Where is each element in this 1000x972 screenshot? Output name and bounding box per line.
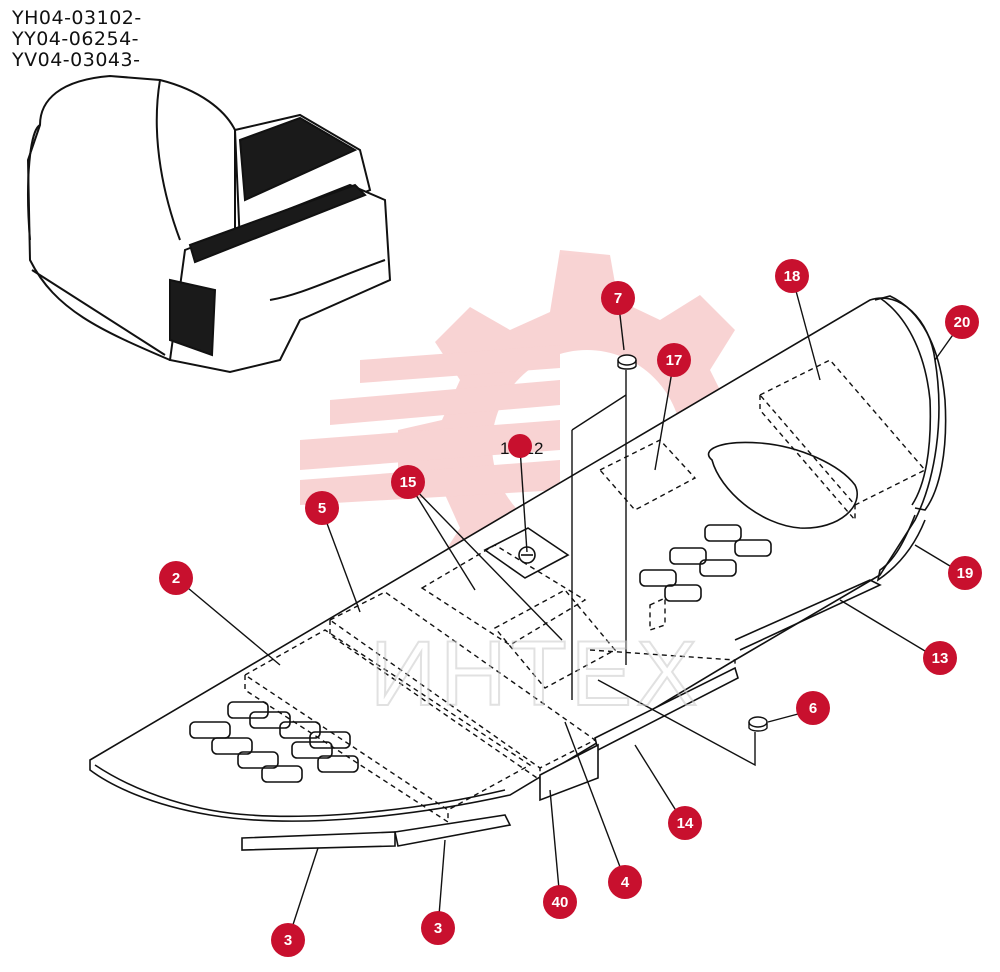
floor-plate — [89, 295, 947, 822]
callout-13-12-marker[interactable] — [508, 434, 532, 458]
callout-7[interactable]: 7 — [601, 281, 635, 315]
callout-label: 6 — [809, 700, 817, 717]
callout-label: 3 — [434, 920, 442, 937]
callout-4[interactable]: 4 — [608, 865, 642, 899]
callout-label: 7 — [614, 290, 622, 307]
callout-label: 17 — [666, 352, 683, 369]
callout-14[interactable]: 14 — [668, 806, 702, 840]
callout-label: 20 — [954, 314, 971, 331]
machine-thumbnail — [26, 74, 392, 374]
callout-6[interactable]: 6 — [796, 691, 830, 725]
callout-label: 13 — [932, 650, 949, 667]
serial-number-list: YH04-03102- YY04-06254- YV04-03043- — [12, 8, 142, 71]
callout-3-left[interactable]: 3 — [271, 923, 305, 957]
leader-lines — [175, 275, 966, 941]
callout-label: 40 — [552, 894, 569, 911]
callout-5[interactable]: 5 — [305, 491, 339, 525]
callout-label: 18 — [784, 268, 801, 285]
callout-40[interactable]: 40 — [543, 885, 577, 919]
callout-label: 19 — [957, 565, 974, 582]
callout-13[interactable]: 13 — [923, 641, 957, 675]
callout-label: 3 — [284, 932, 292, 949]
grille-slots-right — [639, 524, 772, 602]
serial-number: YH04-03102- — [12, 7, 142, 29]
grille-slots-left — [189, 701, 359, 783]
callout-15[interactable]: 15 — [391, 465, 425, 499]
side-trims — [241, 666, 739, 851]
serial-number: YY04-06254- — [12, 28, 140, 50]
callout-3-right[interactable]: 3 — [421, 911, 455, 945]
watermark-text: ИНТЕХ — [370, 623, 702, 725]
callout-label: 14 — [677, 815, 694, 832]
callout-label: 15 — [400, 474, 417, 491]
callout-label: 5 — [318, 500, 326, 517]
serial-number: YV04-03043- — [12, 49, 141, 71]
callout-label: 2 — [172, 570, 180, 587]
callout-17[interactable]: 17 — [657, 343, 691, 377]
callout-18[interactable]: 18 — [775, 259, 809, 293]
callout-2[interactable]: 2 — [159, 561, 193, 595]
callout-20[interactable]: 20 — [945, 305, 979, 339]
callout-label: 4 — [621, 874, 630, 891]
pins — [571, 354, 768, 767]
callout-19[interactable]: 19 — [948, 556, 982, 590]
